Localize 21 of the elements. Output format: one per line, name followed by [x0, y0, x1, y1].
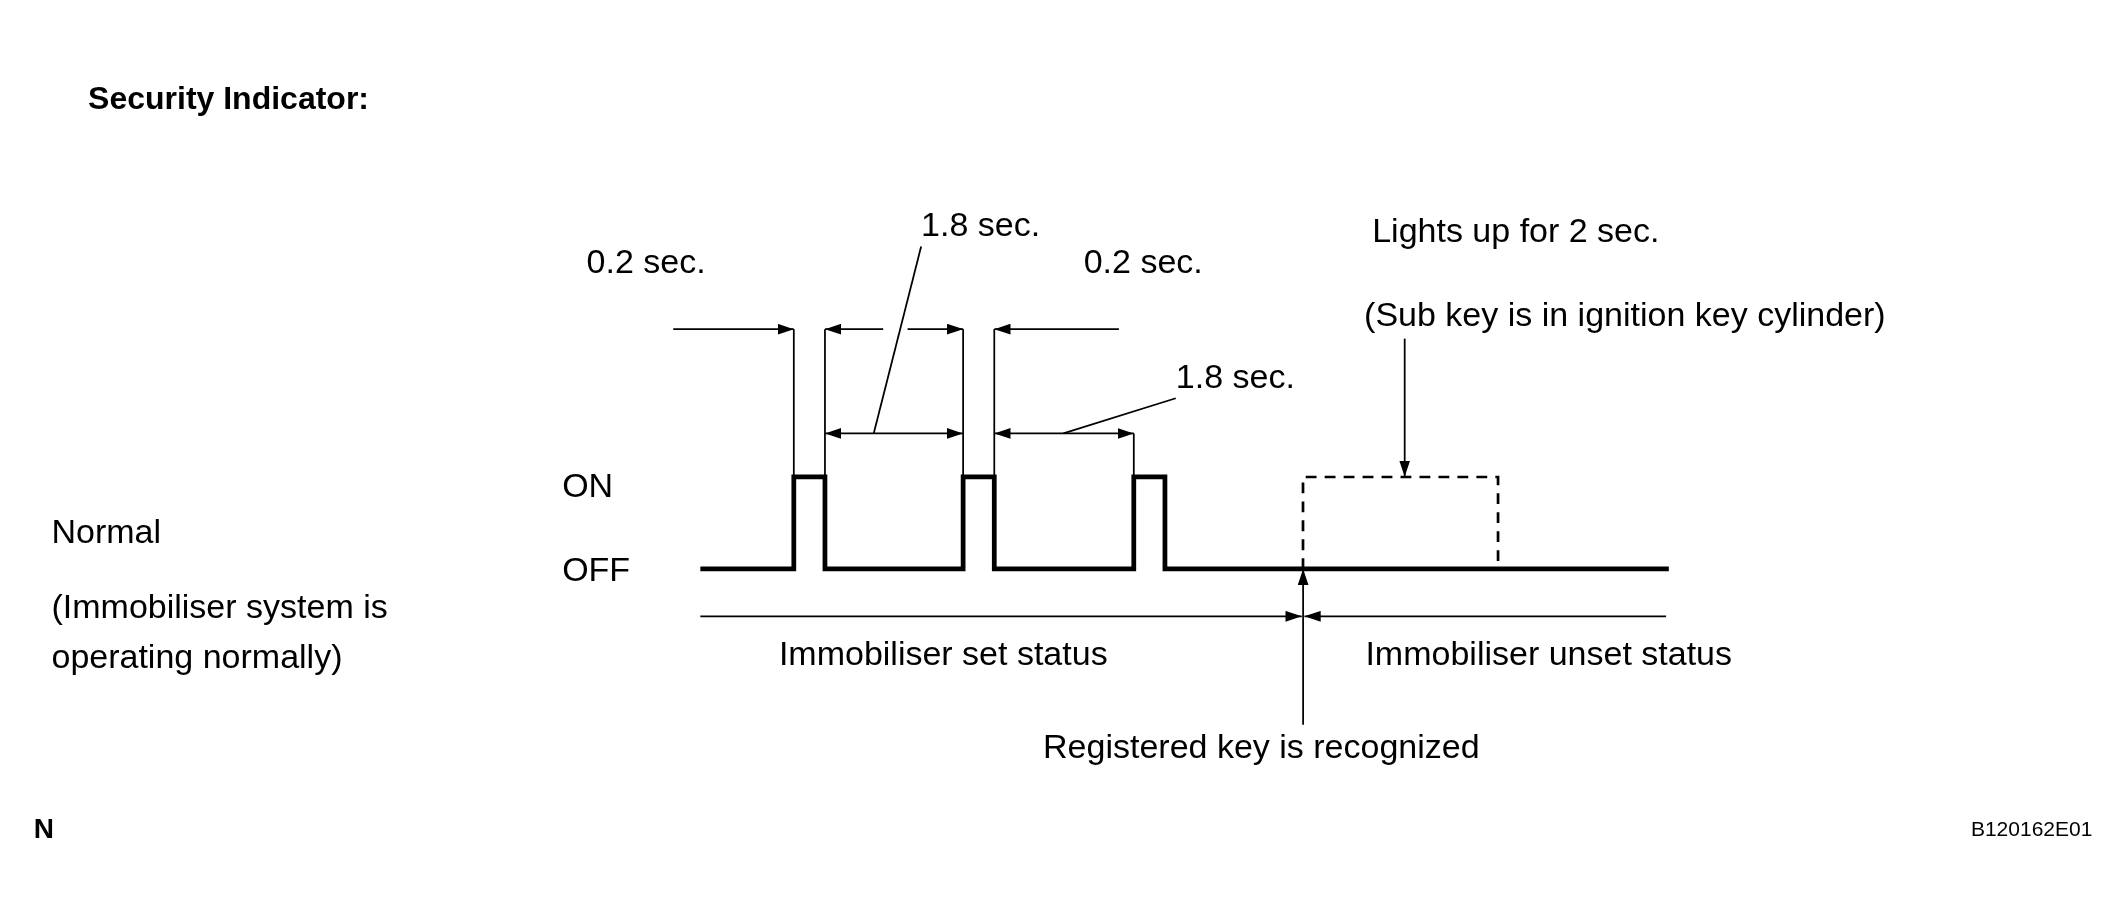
- diagram-title: Security Indicator:: [88, 78, 369, 118]
- corner-mark: N: [33, 812, 55, 846]
- duration-label: 1.8 sec.: [1175, 354, 1295, 399]
- duration-label: 1.8 sec.: [921, 203, 1041, 247]
- duration-label: 0.2 sec.: [1083, 241, 1203, 282]
- note-text: (Sub key is in ignition key cylinder): [1364, 294, 1886, 335]
- status-label: Immobiliser unset status: [1365, 632, 1732, 673]
- note-text: Lights up for 2 sec.: [1372, 210, 1660, 251]
- state-label: OFF: [562, 548, 631, 589]
- leader-line: [1062, 397, 1177, 435]
- leader-line: [872, 245, 922, 435]
- state-label: ON: [562, 464, 614, 505]
- figure-code: B120162E01: [1970, 816, 2093, 842]
- arrow: [1297, 568, 1309, 726]
- duration-label: 0.2 sec.: [586, 241, 706, 282]
- arrow: [1399, 337, 1411, 478]
- dashed-pulse: [1303, 476, 1499, 569]
- status-label: Immobiliser set status: [778, 632, 1108, 673]
- mode-label: Normal: [51, 511, 162, 551]
- mode-note: (Immobiliser system is operating normally): [51, 586, 389, 678]
- event-label: Registered key is recognized: [1043, 724, 1480, 769]
